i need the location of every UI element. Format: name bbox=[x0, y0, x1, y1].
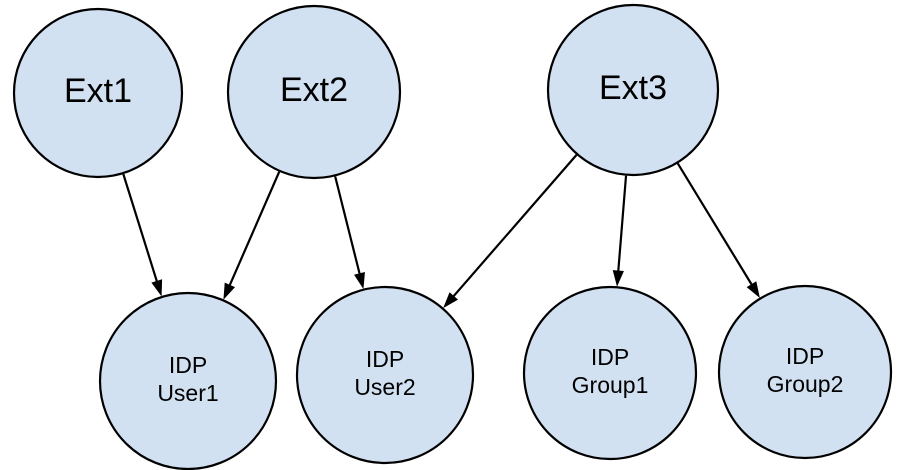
edge-ext1-to-idpuser1 bbox=[122, 173, 163, 297]
edges-layer bbox=[122, 154, 760, 309]
edge-ext3-to-idpuser2 bbox=[443, 154, 578, 309]
arrowhead-icon bbox=[151, 279, 163, 297]
node-ext3[interactable]: Ext3 bbox=[546, 3, 720, 177]
node-shape-idpgroup1[interactable] bbox=[522, 285, 698, 461]
edge-line bbox=[617, 175, 628, 271]
node-label-line1-idpuser2: IDP bbox=[366, 346, 404, 372]
edge-ext3-to-idpgroup2 bbox=[676, 162, 760, 299]
node-label-line2-idpgroup2: Group2 bbox=[767, 371, 844, 397]
arrowhead-icon bbox=[443, 292, 459, 309]
node-shape-idpuser1[interactable] bbox=[98, 291, 278, 470]
node-shape-idpuser2[interactable] bbox=[295, 285, 475, 465]
edge-line bbox=[122, 173, 158, 282]
node-label-line2-idpuser2: User2 bbox=[354, 374, 415, 400]
node-label-ext3: Ext3 bbox=[599, 69, 667, 107]
arrowhead-icon bbox=[612, 270, 624, 287]
edge-ext2-to-idpuser1 bbox=[223, 171, 281, 300]
edge-line bbox=[228, 171, 281, 286]
node-ext2[interactable]: Ext2 bbox=[226, 4, 402, 180]
edge-line bbox=[452, 154, 578, 297]
node-label-line2-idpuser1: User1 bbox=[157, 380, 218, 406]
edge-line bbox=[334, 176, 361, 274]
node-shape-ext2[interactable] bbox=[226, 4, 402, 180]
node-label-line1-idpgroup1: IDP bbox=[591, 344, 629, 370]
node-shape-ext1[interactable] bbox=[12, 7, 184, 179]
arrowhead-icon bbox=[223, 282, 236, 300]
arrowhead-icon bbox=[354, 271, 365, 290]
edge-line bbox=[676, 162, 753, 286]
edge-ext2-to-idpuser2 bbox=[334, 176, 365, 290]
node-label-line2-idpgroup1: Group1 bbox=[572, 372, 649, 398]
edge-ext3-to-idpgroup1 bbox=[612, 175, 628, 287]
node-shape-ext3[interactable] bbox=[546, 3, 720, 177]
node-shape-idpgroup2[interactable] bbox=[717, 284, 893, 460]
node-ext1[interactable]: Ext1 bbox=[12, 7, 184, 179]
node-label-ext1: Ext1 bbox=[64, 72, 132, 110]
node-label-line1-idpgroup2: IDP bbox=[786, 343, 824, 369]
node-label-ext2: Ext2 bbox=[280, 71, 348, 109]
node-label-line1-idpuser1: IDP bbox=[169, 352, 207, 378]
arrowhead-icon bbox=[746, 281, 760, 299]
